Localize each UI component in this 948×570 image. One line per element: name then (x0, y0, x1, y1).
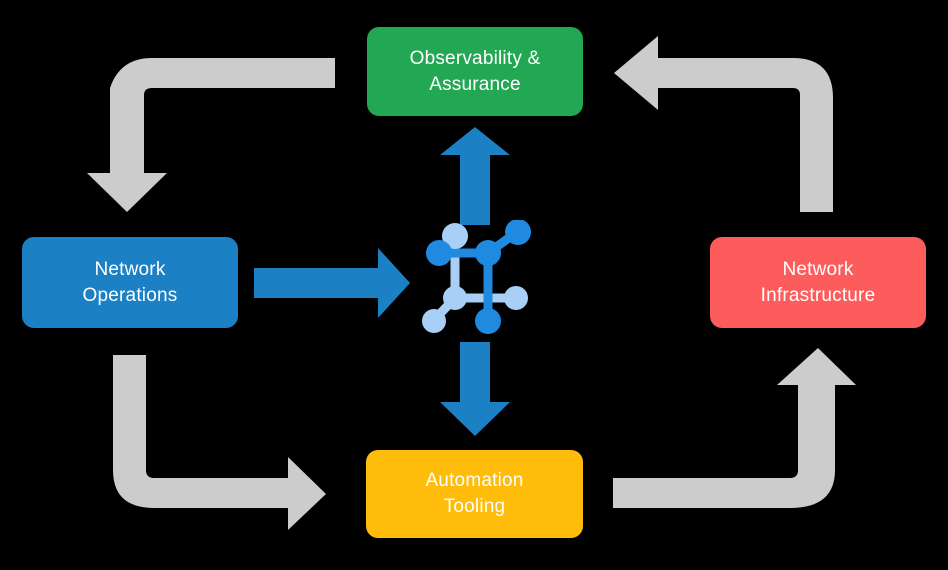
blue-arrow-operations-to-center (254, 248, 410, 318)
node-box-automation-tooling[interactable]: Automation Tooling (366, 450, 583, 538)
node-label-network-infrastructure: Network Infrastructure (760, 258, 876, 306)
network-topology-svg (422, 219, 531, 334)
topology-node-top-right (505, 219, 531, 245)
node-box-observability-and-assurance[interactable]: Observability & Assurance (367, 27, 583, 116)
topology-node-left (426, 240, 452, 266)
gray-arrow-operations-to-automation (113, 355, 326, 530)
node-label-observability-and-assurance: Observability & Assurance (409, 47, 541, 95)
topology-node-bottom-left (422, 309, 446, 333)
topology-node-top-left (442, 223, 468, 249)
node-label-automation-tooling: Automation Tooling (425, 470, 524, 517)
topology-node-bottom-center (475, 308, 501, 334)
node-box-network-infrastructure[interactable]: Network Infrastructure (710, 237, 926, 328)
node-box-network-operations[interactable]: Network Operations (22, 237, 238, 328)
gray-arrow-infrastructure-to-observability (614, 36, 833, 212)
gray-arrow-automation-to-infrastructure (613, 348, 856, 508)
topology-node-mid-left-lower (443, 286, 467, 310)
blue-arrow-center-to-observability (440, 127, 510, 225)
node-label-network-operations: Network Operations (82, 258, 178, 306)
gray-arrow-observability-to-operations (87, 58, 335, 212)
blue-arrow-center-to-automation (440, 342, 510, 436)
topology-node-right-lower (504, 286, 528, 310)
topology-node-center (475, 240, 501, 266)
network-topology-icon (418, 219, 538, 340)
